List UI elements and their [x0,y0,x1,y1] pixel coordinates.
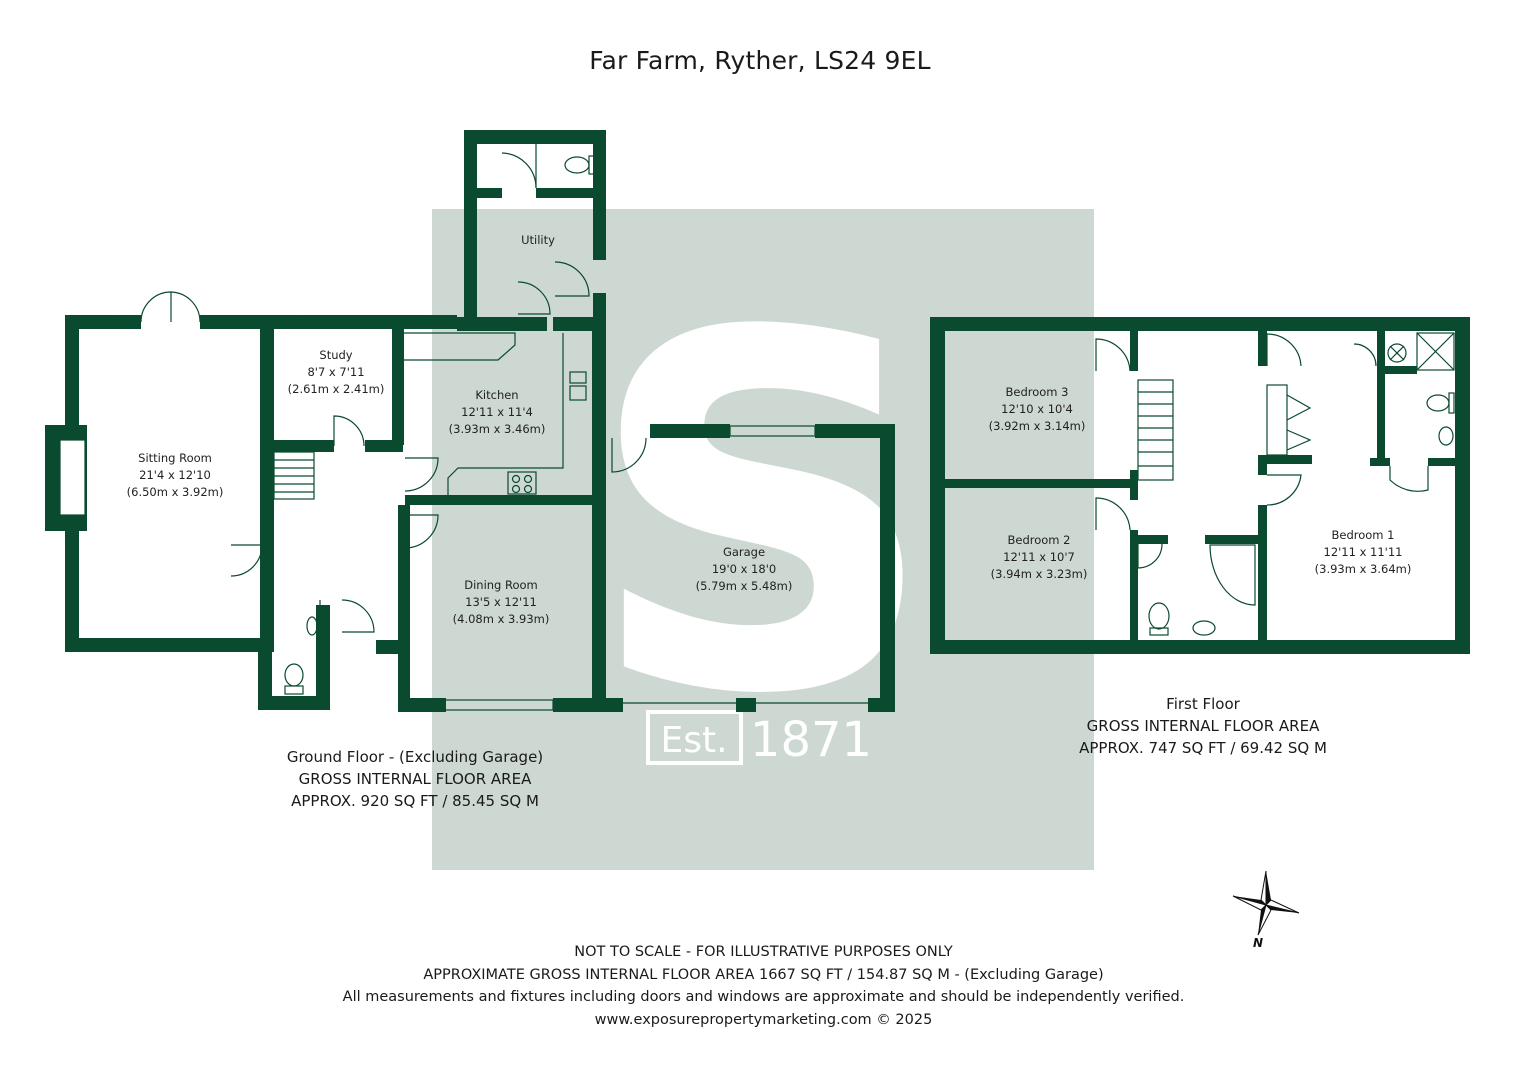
first-floor-approx: APPROX. 747 SQ FT / 69.42 SQ M [1079,739,1327,757]
room-bed2-name: Bedroom 2 [1008,533,1071,547]
ground-floor-heading: Ground Floor - (Excluding Garage) [286,748,544,766]
first-floor-heading: First Floor [1166,695,1240,713]
ground-floor-gia: GROSS INTERNAL FLOOR AREA [298,770,532,788]
room-study-imperial: 8'7 x 7'11 [307,365,364,379]
room-sitting-name: Sitting Room [138,451,212,465]
room-bed2-imperial: 12'11 x 10'7 [1003,550,1075,564]
compass-north-label: N [1253,936,1263,950]
first-floor-area: First Floor GROSS INTERNAL FLOOR AREA AP… [1058,693,1348,759]
room-study-metric: (2.61m x 2.41m) [288,382,385,396]
room-study-name: Study [319,348,352,362]
first-floor-fittings [989,318,1468,653]
room-bed1-name: Bedroom 1 [1332,528,1395,542]
room-bed3-metric: (3.92m x 3.14m) [989,419,1086,433]
footer-line-2: APPROXIMATE GROSS INTERNAL FLOOR AREA 16… [423,966,1104,983]
first-floor-walls [930,317,1470,654]
room-labels: Sitting Room 21'4 x 12'10 (6.50m x 3.92m… [127,233,1412,626]
watermark-year: 1871 [750,712,872,768]
room-bed1-imperial: 12'11 x 11'11 [1324,545,1403,559]
ground-floor-approx: APPROX. 920 SQ FT / 85.45 SQ M [291,792,539,810]
disclaimer-footer: NOT TO SCALE - FOR ILLUSTRATIVE PURPOSES… [0,941,1527,1031]
ground-floor-fittings [59,144,868,711]
room-garage-imperial: 19'0 x 18'0 [712,562,776,576]
plan-title: Far Farm, Ryther, LS24 9EL [589,46,931,75]
watermark-est-box [646,710,743,765]
room-dining-metric: (4.08m x 3.93m) [453,612,550,626]
room-bed1-metric: (3.93m x 3.64m) [1315,562,1412,576]
footer-line-1: NOT TO SCALE - FOR ILLUSTRATIVE PURPOSES… [574,944,953,960]
room-bed2-metric: (3.94m x 3.23m) [991,567,1088,581]
footer-website-link[interactable]: www.exposurepropertymarketing.com © 2025 [594,1011,933,1028]
ground-floor-area: Ground Floor - (Excluding Garage) GROSS … [260,746,570,812]
compass-icon: N [1232,870,1300,950]
room-kitchen-metric: (3.93m x 3.46m) [449,422,546,436]
watermark-est: Est. [660,720,727,761]
room-dining-imperial: 13'5 x 12'11 [465,595,537,609]
room-kitchen-imperial: 12'11 x 11'4 [461,405,533,419]
room-garage-metric: (5.79m x 5.48m) [696,579,793,593]
room-sitting-imperial: 21'4 x 12'10 [139,468,211,482]
room-bed3-name: Bedroom 3 [1006,385,1069,399]
first-floor-gia: GROSS INTERNAL FLOOR AREA [1086,717,1320,735]
room-garage-name: Garage [723,545,765,559]
footer-line-3: All measurements and fixtures including … [342,989,1185,1005]
room-dining-name: Dining Room [464,578,538,592]
room-bed3-imperial: 12'10 x 10'4 [1001,402,1073,416]
room-kitchen-name: Kitchen [475,388,518,402]
room-utility-name: Utility [521,233,555,247]
room-sitting-metric: (6.50m x 3.92m) [127,485,224,499]
